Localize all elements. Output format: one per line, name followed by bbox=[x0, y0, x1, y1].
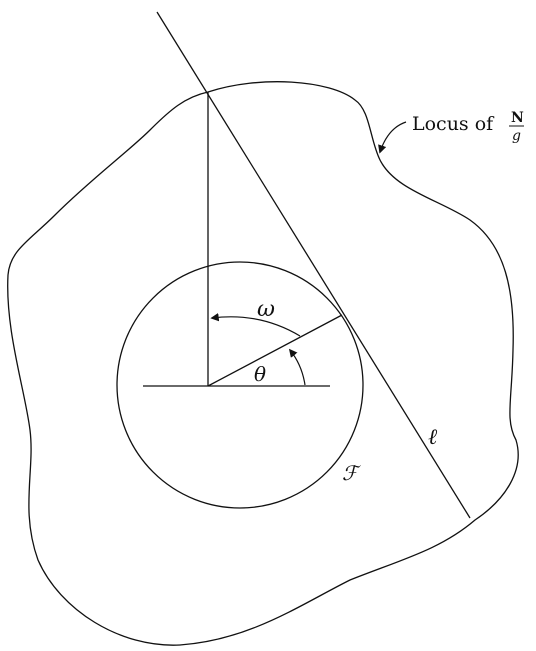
radius-to-tangent-point bbox=[207, 314, 343, 387]
line-l-label: ℓ bbox=[428, 425, 438, 450]
theta-arc-arrow bbox=[288, 348, 306, 386]
locus-label-numerator: N bbox=[511, 110, 524, 126]
theta-label: θ bbox=[254, 362, 266, 386]
locus-curve bbox=[7, 81, 519, 646]
locus-label-denominator: g bbox=[512, 128, 521, 144]
omega-label: ω bbox=[257, 297, 275, 322]
circle-f bbox=[116, 261, 364, 509]
omega-arc-arrow bbox=[210, 313, 301, 337]
circle-f-label: ℱ bbox=[342, 461, 361, 485]
locus-pointer-arrow bbox=[378, 121, 407, 154]
locus-label-prefix: Locus of bbox=[412, 113, 495, 135]
tangent-line-l bbox=[156, 11, 471, 519]
